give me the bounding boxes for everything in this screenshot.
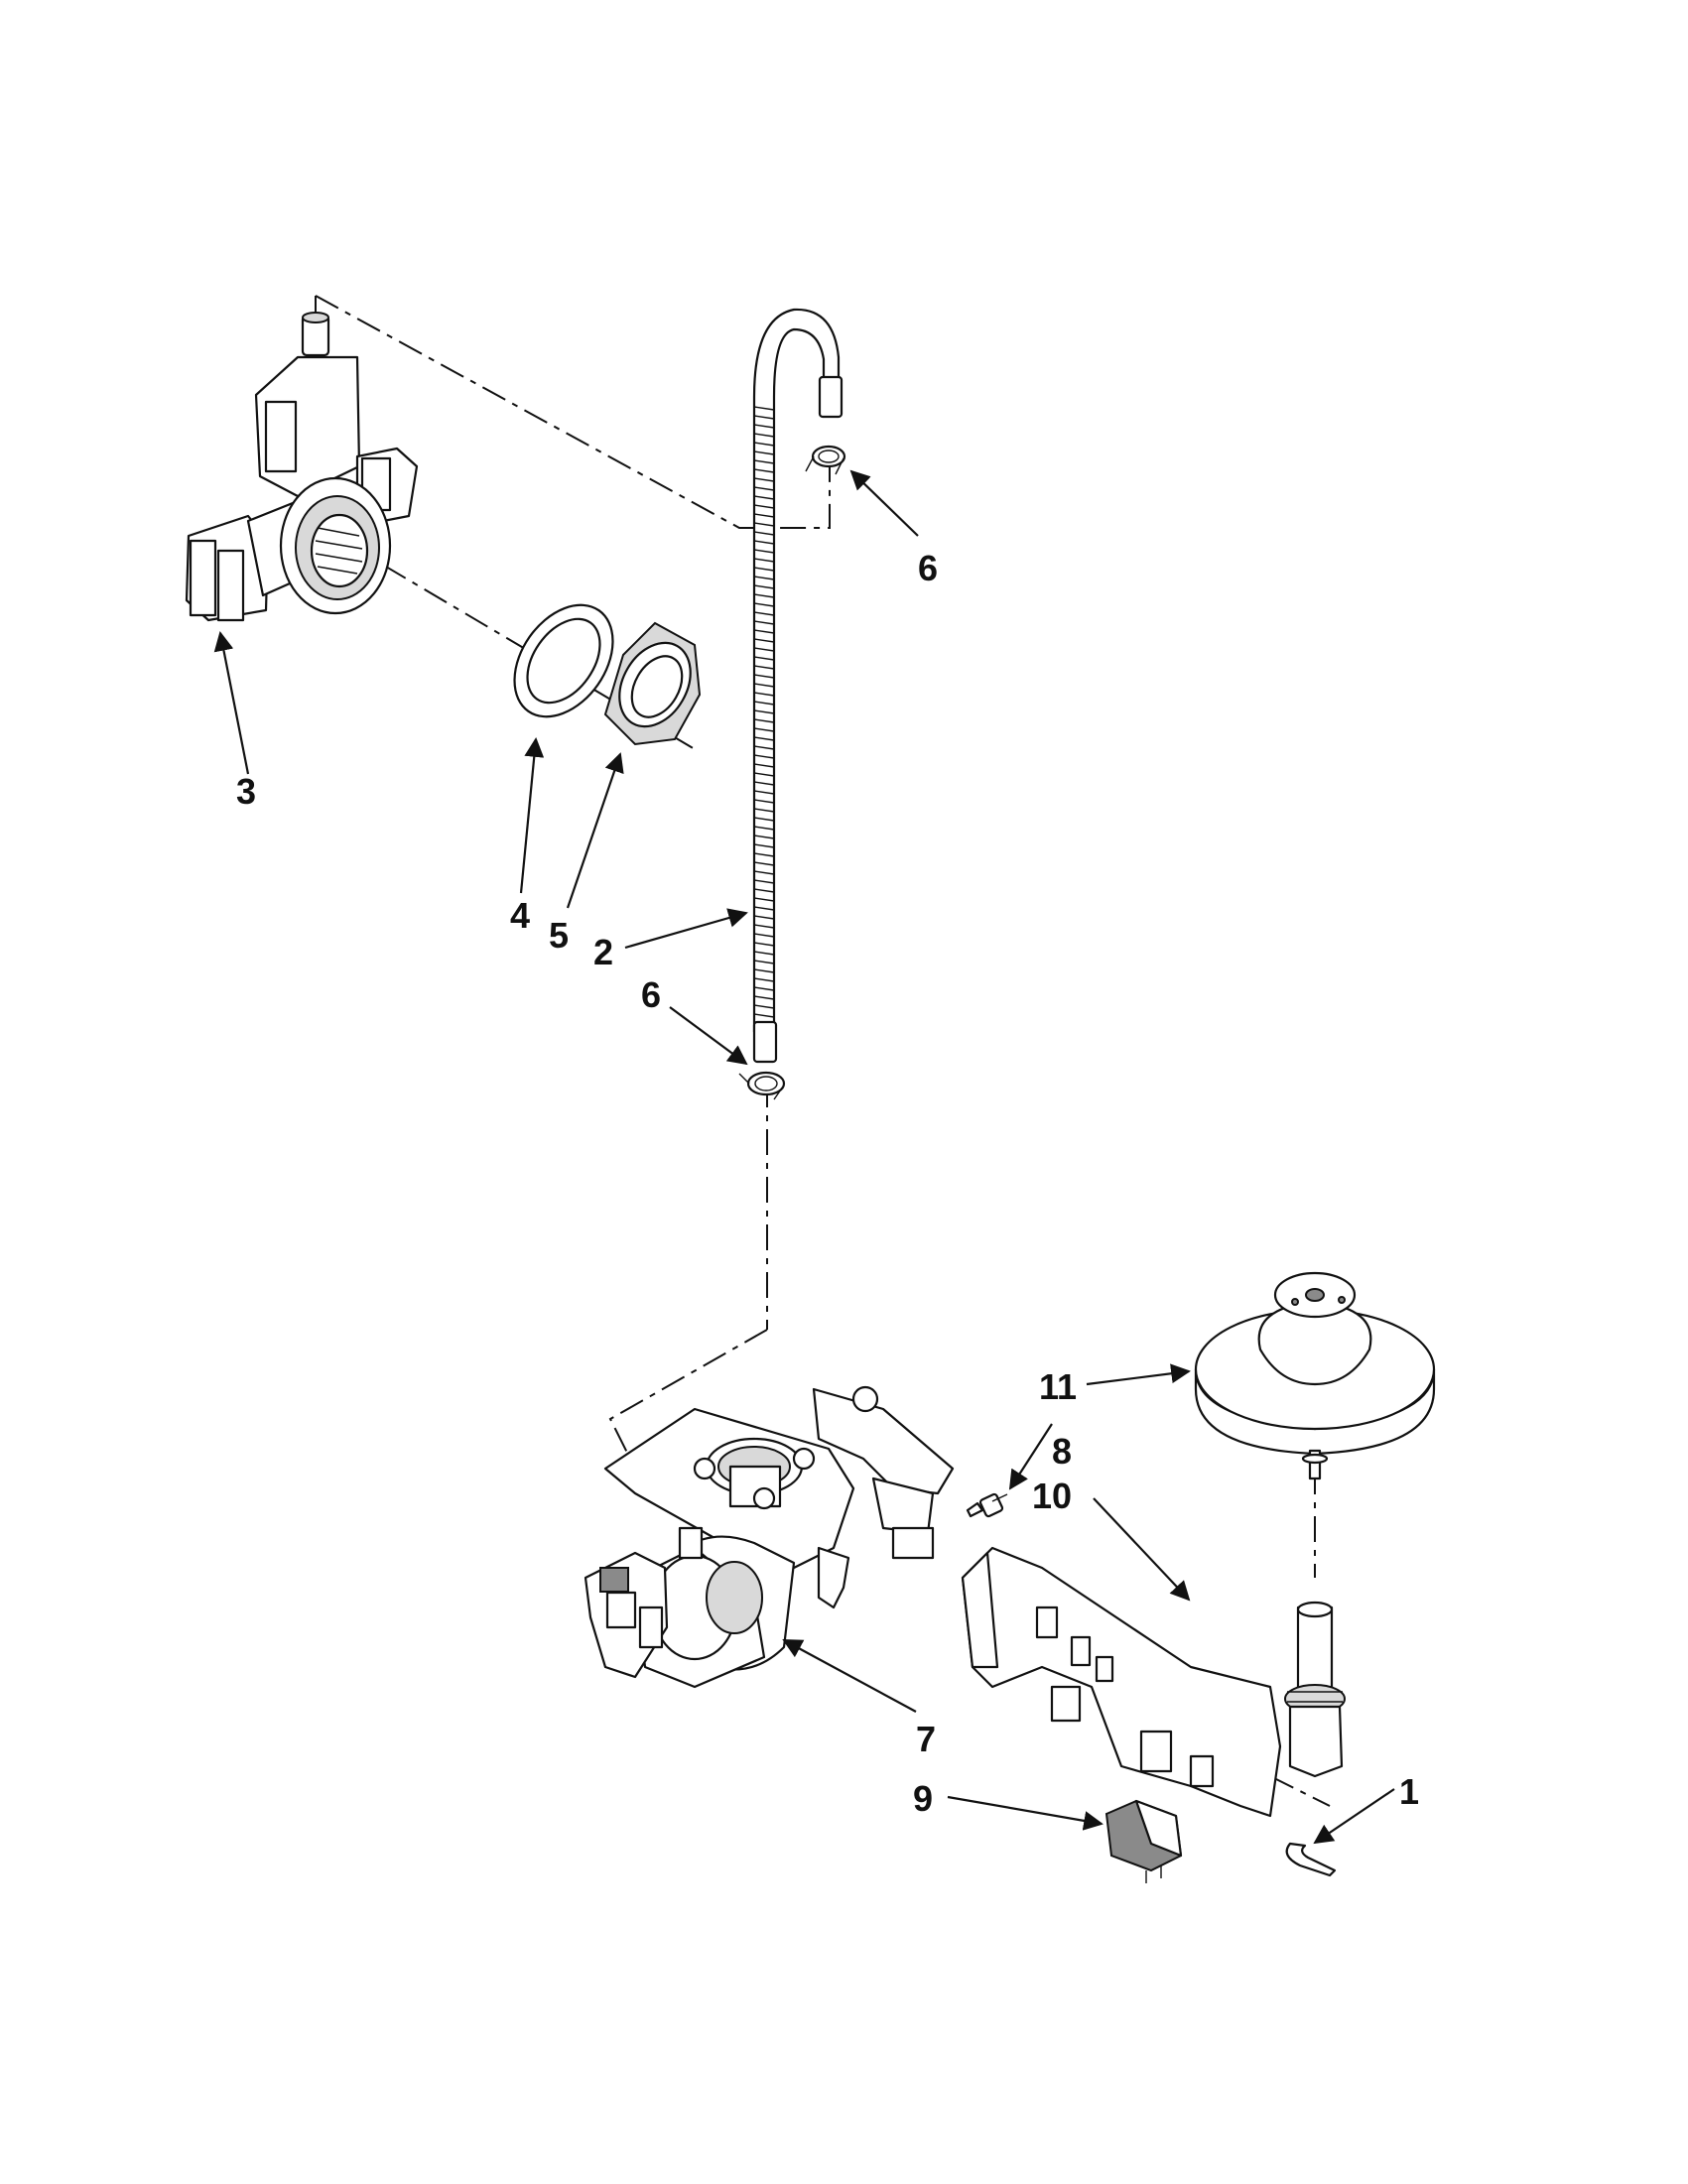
hose-rib [753,745,775,750]
callout-10: 10 [1032,1476,1072,1516]
clip-part [1285,1842,1337,1877]
hose-rib [753,647,775,652]
hose-rib [753,558,775,563]
hose-rib [753,799,775,804]
hose-rib [753,826,775,831]
hose-rib [753,960,775,964]
hose-rib [753,977,775,982]
hose-rib [753,415,775,420]
hose-rib [753,736,775,741]
sump-housing-part [185,312,419,622]
hose-rib [753,986,775,991]
hose-rib [753,620,775,625]
callout-11: 11 [1039,1366,1077,1407]
hose-rib [753,951,775,956]
hose-rib [753,692,775,697]
hose-rib [753,486,775,491]
hose-rib [753,772,775,777]
hose-rib [753,790,775,795]
hose-rib [753,754,775,759]
hose-rib [753,531,775,536]
callout-1: 1 [1399,1771,1419,1812]
hose-rib [753,584,775,589]
leader-arrows [213,469,1395,1845]
hose-rib [753,513,775,518]
callout-7: 7 [916,1719,936,1759]
hose-rib [753,468,775,473]
float-part [1194,1271,1436,1480]
hose-rib [753,549,775,554]
hose-rib [753,897,775,902]
callout-4: 4 [510,895,530,936]
callout-labels: 3 4 5 2 6 6 7 8 10 11 9 1 [236,548,1419,1819]
hose-rib [753,879,775,884]
hose-rib [753,656,775,661]
hose-rib [753,906,775,911]
callout-6-bottom: 6 [641,974,661,1015]
hose-rib [753,540,775,545]
drain-hose-part [752,308,844,1064]
hose-rib [753,942,775,947]
hose-rib [753,835,775,839]
hose-rib [753,852,775,857]
hose-rib [753,870,775,875]
hose-rib [753,781,775,786]
hose-rib [753,1013,775,1018]
hose-rib [753,477,775,482]
screw-part [966,1492,1008,1518]
hose-rib [753,933,775,938]
hose-rib [753,888,775,893]
callout-2: 2 [593,932,613,972]
hose-rib [753,567,775,572]
hose-rib [753,674,775,679]
gasket-ring-part [513,603,614,718]
drain-pump-part [584,1385,955,1689]
nut-part [603,621,702,746]
hose-rib [753,763,775,768]
hose-rib [753,995,775,1000]
callout-6-top: 6 [918,548,938,588]
hose-rib [753,433,775,438]
hose-rib [753,968,775,973]
hose-rib [753,808,775,813]
hose-rib [753,817,775,822]
hose-rib [753,924,775,929]
hose-rib [753,442,775,447]
hose-rib [753,522,775,527]
hose-rib [753,459,775,464]
hose-rib [753,683,775,688]
hose-rib [753,1004,775,1009]
hose-clamp-part-top [805,445,846,475]
hose-rib [753,495,775,500]
float-bracket-part [961,1546,1346,1818]
hose-rib [753,576,775,580]
hose-rib [753,701,775,706]
callout-5: 5 [549,915,569,956]
hose-rib [753,915,775,920]
hose-rib [753,450,775,455]
hose-rib [753,861,775,866]
hose-rib [753,406,775,411]
hose-rib [753,629,775,634]
hose-rib [753,504,775,509]
hose-rib [753,709,775,714]
hose-rib [753,665,775,670]
callout-9: 9 [913,1778,933,1819]
hose-rib [753,727,775,732]
hose-rib [753,424,775,429]
micro-switch-part [1104,1799,1183,1883]
hose-rib [753,602,775,607]
hose-rib [753,638,775,643]
hose-rib [753,593,775,598]
hose-clamp-part-bottom [738,1071,786,1100]
callout-8: 8 [1052,1431,1072,1472]
hose-rib [753,843,775,848]
hose-rib [753,718,775,723]
callout-3: 3 [236,771,256,812]
hose-rib [753,611,775,616]
